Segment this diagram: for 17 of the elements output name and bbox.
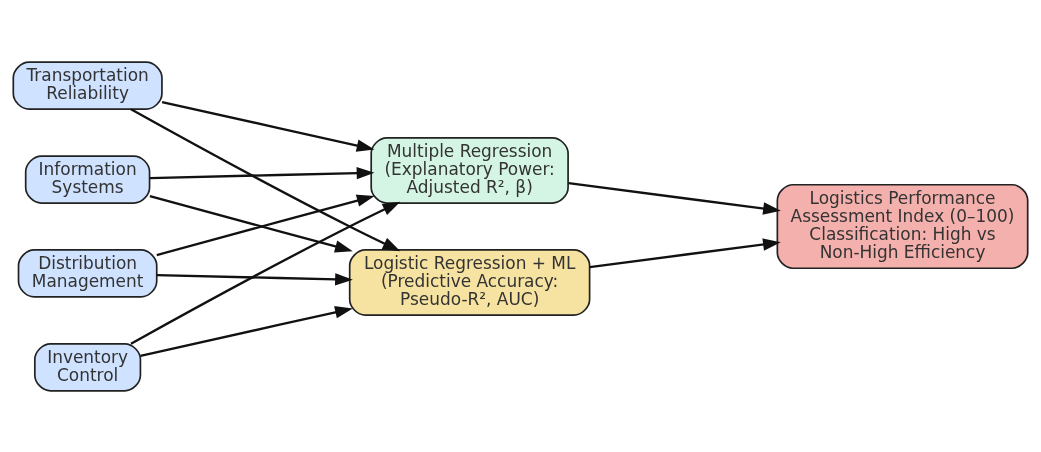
arrow [156,194,375,256]
node-box: Logistics Performance Assessment Index (0–100) Classification: High vs Non-High Efficiency [776,183,1029,269]
node-box: Distribution Management [17,248,158,298]
arrow [568,181,781,215]
arrow [149,194,353,253]
node-box: Logistic Regression + ML (Predictive Accuracy: Pseudo-R², AUC) [348,248,591,316]
arrow [156,272,353,286]
arrow [130,201,401,345]
arrow [130,107,401,251]
arrow [140,305,353,357]
node-box: Transportation Reliability [12,60,163,110]
arrow [589,237,781,268]
arrow [149,166,375,179]
node-box: Information Systems [24,154,151,204]
node-box: Multiple Regression (Explanatory Power: Adjusted R², β) [370,136,569,204]
node-box: Inventory Control [33,342,142,392]
arrow [161,100,375,152]
